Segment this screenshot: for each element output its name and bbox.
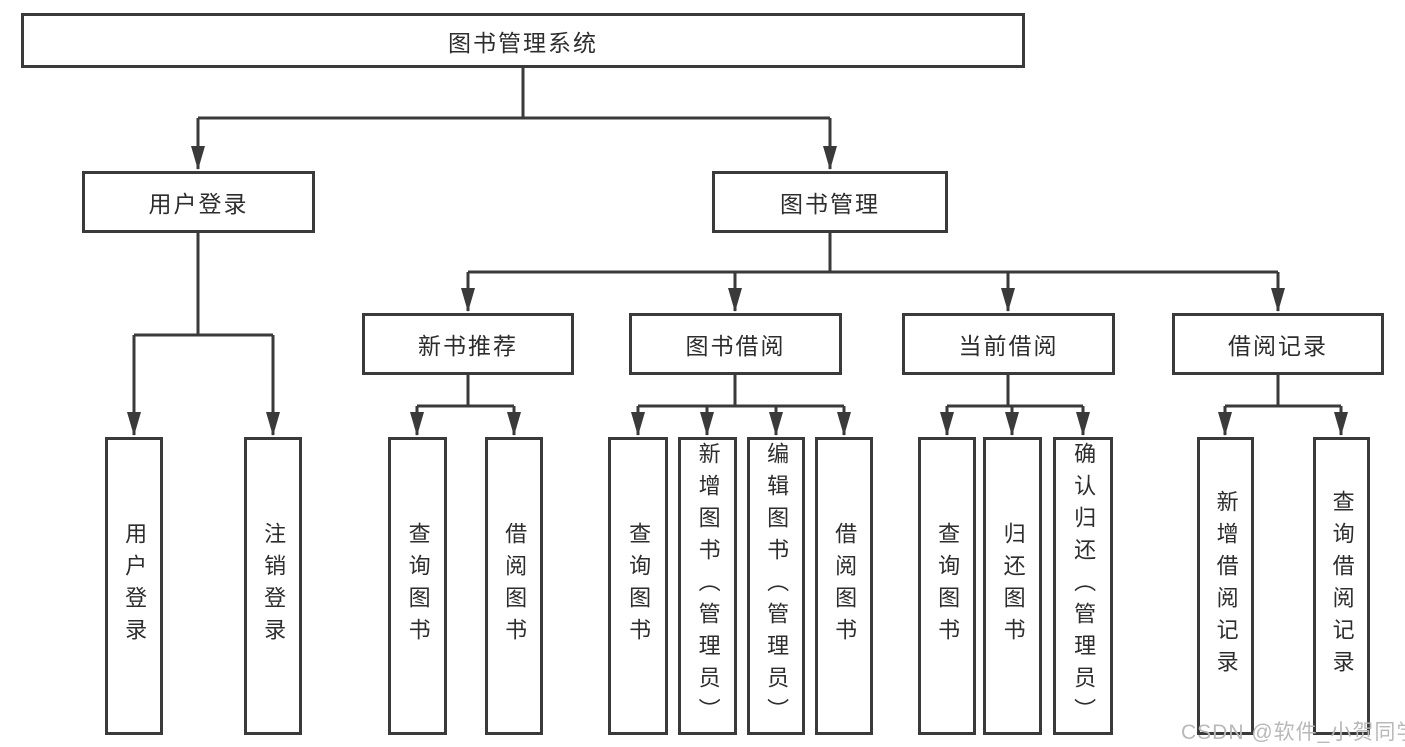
edge-trunk-book-borrowing: [638, 375, 844, 408]
node-user-login: 用户登录: [82, 171, 315, 233]
node-book-borrowing: 图书借阅: [629, 313, 842, 375]
leaf-query-borrow-record-label: 查询借阅记录: [1329, 490, 1355, 682]
node-user-login-label: 用户登录: [148, 191, 249, 217]
node-borrowing-records: 借阅记录: [1172, 313, 1384, 375]
leaf-logout-login: 注销登录: [244, 437, 302, 735]
leaf-query-borrow-record: 查询借阅记录: [1313, 437, 1370, 735]
leaf-current-query-book: 查询图书: [918, 437, 976, 735]
edge-trunk-borrowing-records: [1225, 375, 1341, 408]
leaf-logout-login-label: 注销登录: [261, 522, 287, 650]
edge-trunk-current-borrowing: [947, 375, 1083, 408]
node-library-system: 图书管理系统: [21, 13, 1025, 68]
leaf-current-query-book-label: 查询图书: [935, 522, 961, 650]
leaf-borrowing-borrow-book-label: 借阅图书: [832, 522, 858, 650]
leaf-add-book-admin-label: 新增图书（管理员）: [695, 442, 721, 730]
leaf-borrowing-borrow-book: 借阅图书: [815, 437, 873, 735]
edge-trunk-new-book-recommend: [417, 375, 514, 408]
node-book-management-label: 图书管理: [780, 191, 880, 217]
leaf-add-borrow-record-label: 新增借阅记录: [1213, 490, 1239, 682]
leaf-return-book: 归还图书: [983, 437, 1042, 735]
node-book-management: 图书管理: [712, 171, 948, 233]
leaf-borrowing-query-book-label: 查询图书: [626, 522, 652, 650]
node-library-system-label: 图书管理系统: [448, 29, 598, 56]
leaf-user-login: 用户登录: [105, 437, 163, 735]
leaf-user-login-label: 用户登录: [122, 522, 148, 650]
csdn-watermark: CSDN @软件_小贺同学: [1181, 721, 1405, 744]
leaf-add-book-admin: 新增图书（管理员）: [678, 437, 737, 735]
leaf-recommend-borrow-book: 借阅图书: [485, 437, 543, 735]
leaf-recommend-borrow-book-label: 借阅图书: [502, 522, 528, 650]
edge-trunk-user-login: [134, 233, 273, 337]
leaf-add-borrow-record: 新增借阅记录: [1197, 437, 1254, 735]
node-book-borrowing-label: 图书借阅: [685, 333, 786, 359]
leaf-recommend-query-book-label: 查询图书: [405, 522, 431, 650]
node-borrowing-records-label: 借阅记录: [1228, 333, 1328, 359]
leaf-recommend-query-book: 查询图书: [388, 437, 447, 735]
edge-trunk-root: [198, 67, 830, 120]
leaf-edit-book-admin-label: 编辑图书（管理员）: [764, 442, 790, 730]
leaf-return-book-label: 归还图书: [1000, 522, 1026, 650]
node-new-book-recommend: 新书推荐: [362, 313, 574, 375]
node-current-borrowing: 当前借阅: [902, 313, 1115, 375]
node-new-book-recommend-label: 新书推荐: [418, 333, 518, 359]
leaf-confirm-return-admin-label: 确认归还（管理员）: [1071, 442, 1097, 730]
leaf-edit-book-admin: 编辑图书（管理员）: [747, 437, 805, 735]
leaf-borrowing-query-book: 查询图书: [608, 437, 668, 735]
node-current-borrowing-label: 当前借阅: [958, 333, 1059, 359]
edge-trunk-book-management: [468, 233, 1278, 274]
leaf-confirm-return-admin: 确认归还（管理员）: [1053, 437, 1113, 735]
